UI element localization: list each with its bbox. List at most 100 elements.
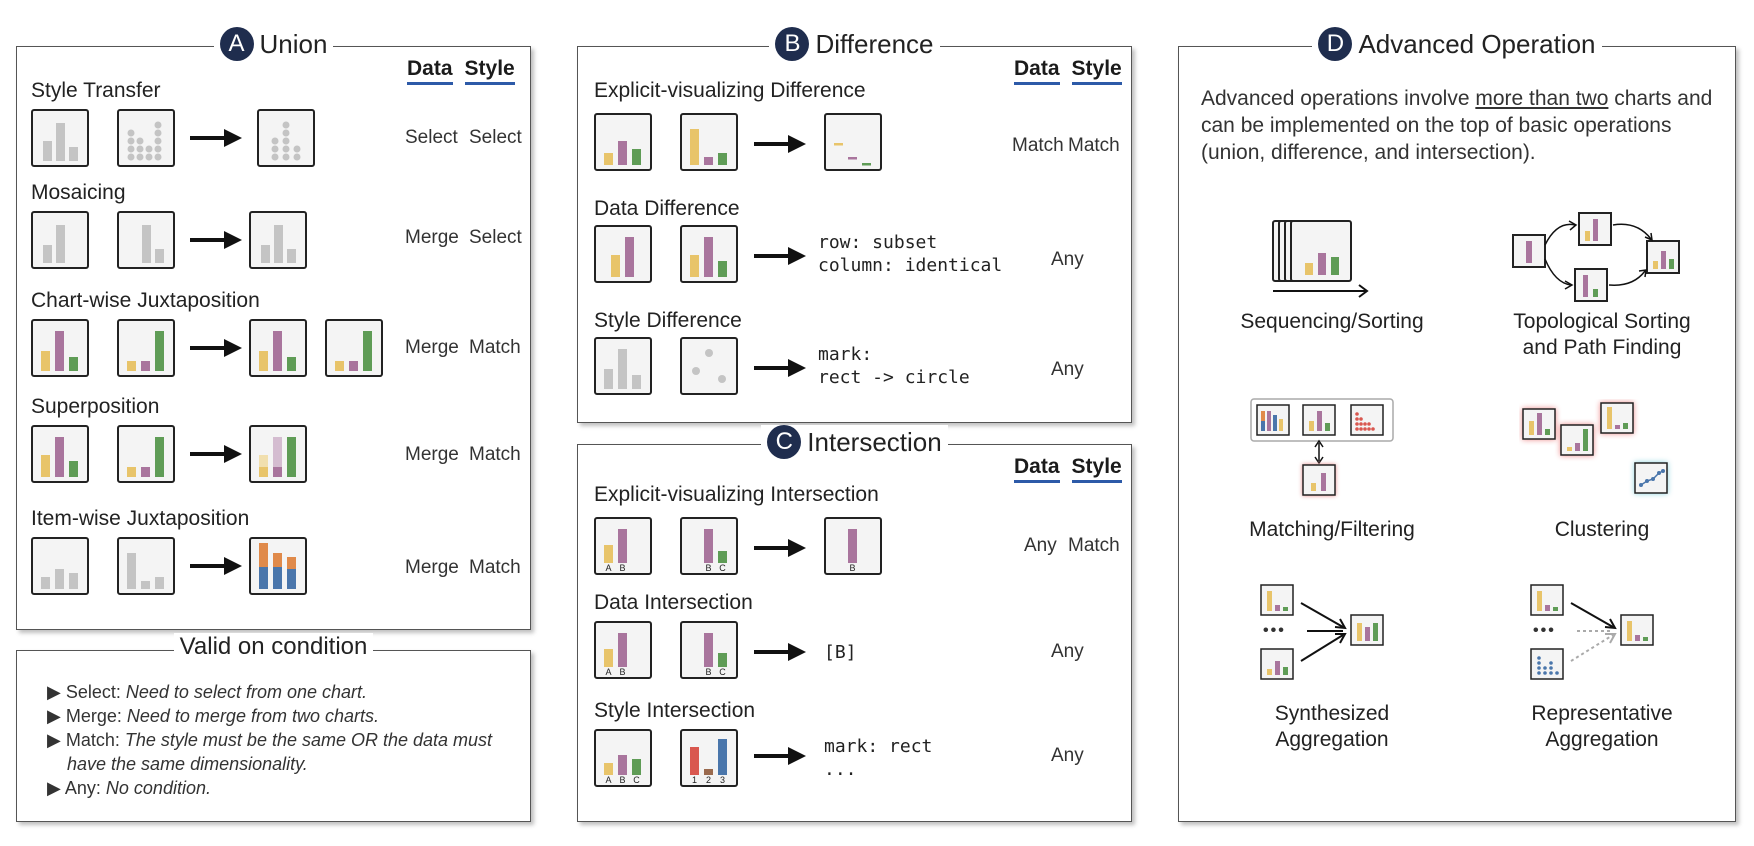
clustering-caption: Clustering <box>1554 518 1650 541</box>
condition-match: ▶ Match: The style must be the same OR t… <box>47 730 493 750</box>
tick-label-b: B <box>619 775 625 785</box>
tick-label-2: 2 <box>706 775 711 785</box>
tick-label-a: A <box>605 667 611 677</box>
sequencing-graphic <box>1272 220 1369 298</box>
superposition-label: Superposition <box>31 395 160 418</box>
style-diff-chart-1 <box>594 337 652 395</box>
union-column-headers: Data Style <box>395 57 515 85</box>
style-difference-label: Style Difference <box>594 309 742 332</box>
synth-ellipsis: ••• <box>1263 622 1286 639</box>
tick-label-b: B <box>705 667 711 677</box>
tick-label-c: C <box>719 667 726 677</box>
tick-label-b: B <box>619 563 625 573</box>
super-chart-1 <box>31 425 89 483</box>
union-title-text: Union <box>259 28 328 59</box>
mosaic-chart-1 <box>31 211 89 269</box>
explicit-inter-style: Match <box>1068 535 1120 556</box>
style-transfer-data: Select <box>405 127 458 148</box>
itemwise-style: Match <box>469 557 521 578</box>
condition-merge: ▶ Merge: Need to merge from two charts. <box>47 706 379 726</box>
arrow-icon <box>190 445 242 463</box>
union-col-style: Style <box>464 57 515 85</box>
chartwise-label: Chart-wise Juxtaposition <box>31 289 260 312</box>
tick-label-b: B <box>619 667 625 677</box>
tick-label-c: C <box>719 563 726 573</box>
superposition-style: Match <box>469 444 521 465</box>
style-inter-any: Any <box>1051 745 1084 766</box>
data-inter-result: [B] <box>824 642 857 663</box>
juxta-chart-1 <box>31 319 89 377</box>
data-inter-any: Any <box>1051 641 1084 662</box>
data-diff-result: row: subset column: identical <box>818 232 1003 276</box>
arrow-icon <box>190 557 242 575</box>
mosaicing-label: Mosaicing <box>31 181 126 204</box>
arrow-icon <box>754 135 806 153</box>
juxta-result-2 <box>325 319 383 377</box>
superposition-data: Merge <box>405 444 459 465</box>
condition-any: ▶ Any: No condition. <box>47 778 211 798</box>
difference-badge: B <box>775 27 810 61</box>
result-chart-dotbars <box>257 109 315 167</box>
condition-match-cont: have the same dimensionality. <box>67 754 308 774</box>
advanced-intro: Advanced operations involve more than tw… <box>1201 87 1713 164</box>
arrow-icon <box>754 747 806 765</box>
data-diff-chart-1 <box>594 225 652 283</box>
arrow-icon <box>754 643 806 661</box>
tick-label-a: A <box>605 563 611 573</box>
sequencing-caption: Sequencing/Sorting <box>1240 310 1424 333</box>
intersection-title-text: Intersection <box>807 426 942 457</box>
item-chart-1 <box>31 537 89 595</box>
explicit-diff-data: Match <box>1012 135 1064 156</box>
difference-title-text: Difference <box>815 28 934 59</box>
rep-ellipsis: ••• <box>1533 622 1556 639</box>
mosaic-chart-2 <box>117 211 175 269</box>
arrow-icon <box>754 539 806 557</box>
mosaicing-data: Merge <box>405 227 459 248</box>
mosaic-result-chart <box>249 211 307 269</box>
dots-glyph <box>127 121 162 161</box>
synthesized-graphic <box>1260 584 1384 680</box>
union-badge: A <box>219 27 254 61</box>
tick-label-1: 1 <box>692 775 697 785</box>
condition-select: ▶ Select: Need to select from one chart. <box>47 682 368 702</box>
inter-result-chart: B <box>824 517 882 575</box>
arrow-icon <box>190 231 242 249</box>
mosaicing-style: Select <box>469 227 522 248</box>
explicit-diff-style: Match <box>1068 135 1120 156</box>
tick-label-a: A <box>605 775 611 785</box>
data-difference-label: Data Difference <box>594 197 740 220</box>
explicit-inter-data: Any <box>1024 535 1057 556</box>
juxta-result-1 <box>249 319 307 377</box>
union-col-data: Data <box>407 57 453 85</box>
tick-label-b: B <box>849 563 855 573</box>
style-diff-any: Any <box>1051 359 1084 380</box>
diff-chart-2 <box>680 113 738 171</box>
super-result-chart <box>249 425 307 483</box>
arrow-icon <box>190 129 242 147</box>
itemwise-label: Item-wise Juxtaposition <box>31 507 250 530</box>
diff-result-chart <box>824 113 882 171</box>
clustering-graphic <box>1522 402 1668 494</box>
arrow-icon <box>754 359 806 377</box>
advanced-title-text: Advanced Operation <box>1358 28 1596 59</box>
style-diff-chart-2 <box>680 337 738 395</box>
tick-label-3: 3 <box>720 775 725 785</box>
explicit-intersection-label: Explicit-visualizing Intersection <box>594 483 879 506</box>
style-diff-result: mark: rect -> circle <box>818 344 970 388</box>
data-diff-any: Any <box>1051 249 1084 270</box>
chartwise-data: Merge <box>405 337 459 358</box>
style-inter-result: mark: rect ... <box>824 736 933 780</box>
itemwise-data: Merge <box>405 557 459 578</box>
data-diff-chart-2 <box>680 225 738 283</box>
explicit-difference-label: Explicit-visualizing Difference <box>594 79 866 102</box>
style-transfer-style: Select <box>469 127 522 148</box>
